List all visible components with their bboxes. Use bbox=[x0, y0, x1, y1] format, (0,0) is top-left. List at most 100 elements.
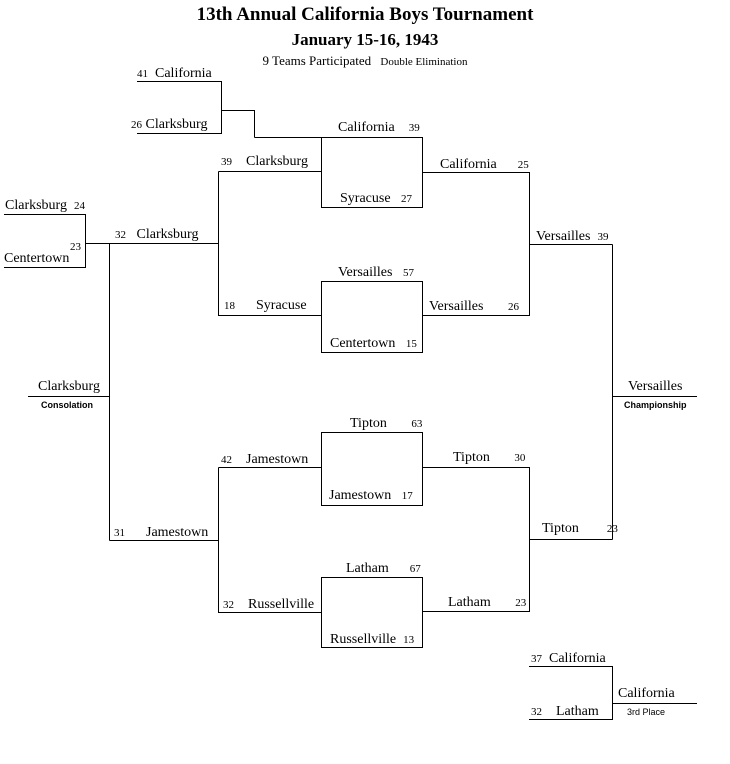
left-r2-top-entry: 42 Jamestown bbox=[221, 452, 308, 468]
prelim-top-entry: Clarksburg 24 bbox=[5, 198, 85, 214]
score: 63 bbox=[411, 418, 423, 430]
tournament-dates: January 15-16, 1943 bbox=[291, 30, 439, 49]
team-name: Centertown bbox=[4, 251, 70, 266]
team-name: Tipton bbox=[542, 521, 579, 536]
score: 39 bbox=[221, 156, 232, 168]
consolation-winner: Clarksburg bbox=[38, 379, 100, 394]
prelim-bottom-score: 23 bbox=[70, 239, 81, 255]
game5-top-entry: Latham 67 bbox=[346, 561, 421, 577]
score: 18 bbox=[224, 300, 235, 312]
right-r1-top-entry: California 25 bbox=[440, 157, 529, 173]
score: 31 bbox=[114, 527, 125, 539]
score: 39 bbox=[408, 122, 420, 134]
team-name: Latham bbox=[346, 561, 389, 576]
team-name: Syracuse bbox=[256, 298, 307, 313]
third-place-label: 3rd Place bbox=[627, 707, 666, 717]
game5-box bbox=[321, 577, 423, 648]
team-name: Jamestown bbox=[146, 525, 209, 540]
score: 23 bbox=[606, 523, 618, 535]
score: 39 bbox=[597, 231, 609, 243]
game1-bottom-entry: 26 Clarksburg bbox=[131, 117, 207, 133]
team-name: California bbox=[549, 651, 606, 666]
score: 42 bbox=[221, 454, 232, 466]
game3-bottom-entry: Centertown 15 bbox=[330, 336, 417, 352]
game2-box bbox=[254, 137, 423, 208]
score: 26 bbox=[131, 119, 142, 131]
right-r2-bottom-entry: Latham 23 bbox=[448, 595, 526, 611]
prelim-bracket bbox=[4, 214, 110, 268]
team-name: Latham bbox=[556, 704, 599, 719]
tournament-title: 13th Annual California Boys Tournament bbox=[196, 4, 534, 25]
game2-top-entry: California 39 bbox=[338, 120, 420, 136]
right-r1-bottom-entry: Versailles 26 bbox=[429, 299, 519, 315]
game1-bracket bbox=[137, 81, 255, 138]
score: 30 bbox=[514, 452, 526, 464]
score: 27 bbox=[401, 193, 413, 205]
format-note: Double Elimination bbox=[380, 56, 468, 68]
team-name: Latham bbox=[448, 595, 491, 610]
score: 57 bbox=[402, 267, 414, 279]
team-name: Versailles bbox=[536, 229, 591, 244]
score: 37 bbox=[531, 653, 542, 665]
score: 32 bbox=[115, 229, 126, 241]
left-r3-bottom-entry: 31 Jamestown bbox=[114, 525, 208, 541]
right-r3-top-entry: Versailles 39 bbox=[536, 229, 608, 245]
game3-top-entry: Versailles 57 bbox=[338, 265, 414, 281]
score: 23 bbox=[515, 597, 527, 609]
game5-bottom-entry: Russellville 13 bbox=[330, 632, 414, 648]
score: 41 bbox=[137, 68, 148, 80]
team-name: Clarksburg bbox=[246, 154, 308, 169]
team-name: California bbox=[338, 120, 395, 135]
score: 17 bbox=[401, 490, 413, 502]
third-place-bracket bbox=[529, 666, 697, 720]
score: 24 bbox=[73, 200, 85, 212]
champion: Versailles bbox=[628, 379, 683, 394]
left-r1-top-entry: 39 Clarksburg bbox=[221, 154, 308, 170]
score: 13 bbox=[403, 634, 415, 646]
score: 26 bbox=[507, 301, 519, 313]
score: 32 bbox=[531, 706, 542, 718]
third-top-entry: 37 California bbox=[531, 651, 606, 667]
prelim-bottom-team: Centertown bbox=[4, 251, 69, 267]
score: 32 bbox=[223, 599, 234, 611]
team-name: Jamestown bbox=[329, 488, 392, 503]
consolation-bracket bbox=[28, 243, 110, 541]
game4-bottom-entry: Jamestown 17 bbox=[329, 488, 413, 504]
team-name: Tipton bbox=[350, 416, 387, 431]
team-name: Tipton bbox=[453, 450, 490, 465]
team-name: Versailles bbox=[429, 299, 484, 314]
score: 25 bbox=[517, 159, 529, 171]
team-name: Clarksburg bbox=[145, 117, 208, 132]
team-name: Versailles bbox=[338, 265, 393, 280]
game3-box bbox=[321, 281, 423, 353]
third-bottom-entry: 32 Latham bbox=[531, 704, 599, 720]
score: 15 bbox=[405, 338, 417, 350]
right-r2-top-entry: Tipton 30 bbox=[453, 450, 525, 466]
team-name: Russellville bbox=[248, 597, 315, 612]
championship-bracket bbox=[612, 244, 697, 540]
game4-top-entry: Tipton 63 bbox=[350, 416, 422, 432]
game4-box bbox=[321, 432, 423, 506]
left-r1-bottom-entry: 18 Syracuse bbox=[224, 298, 307, 314]
right-r3-bottom-entry: Tipton 23 bbox=[542, 521, 618, 537]
left-r1-top-bracket bbox=[109, 171, 322, 316]
team-name: Clarksburg bbox=[136, 227, 199, 242]
right-r2-bottom-bracket bbox=[422, 467, 613, 612]
score: 67 bbox=[409, 563, 421, 575]
team-name: Jamestown bbox=[246, 452, 309, 467]
left-r3-top-entry: 32 Clarksburg bbox=[115, 227, 198, 243]
third-place-winner: California bbox=[618, 686, 675, 701]
team-name: Russellville bbox=[330, 632, 397, 647]
game1-top-entry: 41 California bbox=[137, 66, 212, 82]
team-name: California bbox=[155, 66, 212, 81]
team-name: Centertown bbox=[330, 336, 396, 351]
game2-bottom-entry: Syracuse 27 bbox=[340, 191, 412, 207]
team-name: California bbox=[440, 157, 497, 172]
left-r2-bottom-entry: 32 Russellville bbox=[223, 597, 314, 613]
team-name: Syracuse bbox=[340, 191, 391, 206]
team-name: Clarksburg bbox=[5, 198, 67, 213]
championship-label: Championship bbox=[624, 400, 687, 410]
consolation-label: Consolation bbox=[41, 400, 93, 410]
right-r1-top-bracket bbox=[422, 172, 613, 316]
